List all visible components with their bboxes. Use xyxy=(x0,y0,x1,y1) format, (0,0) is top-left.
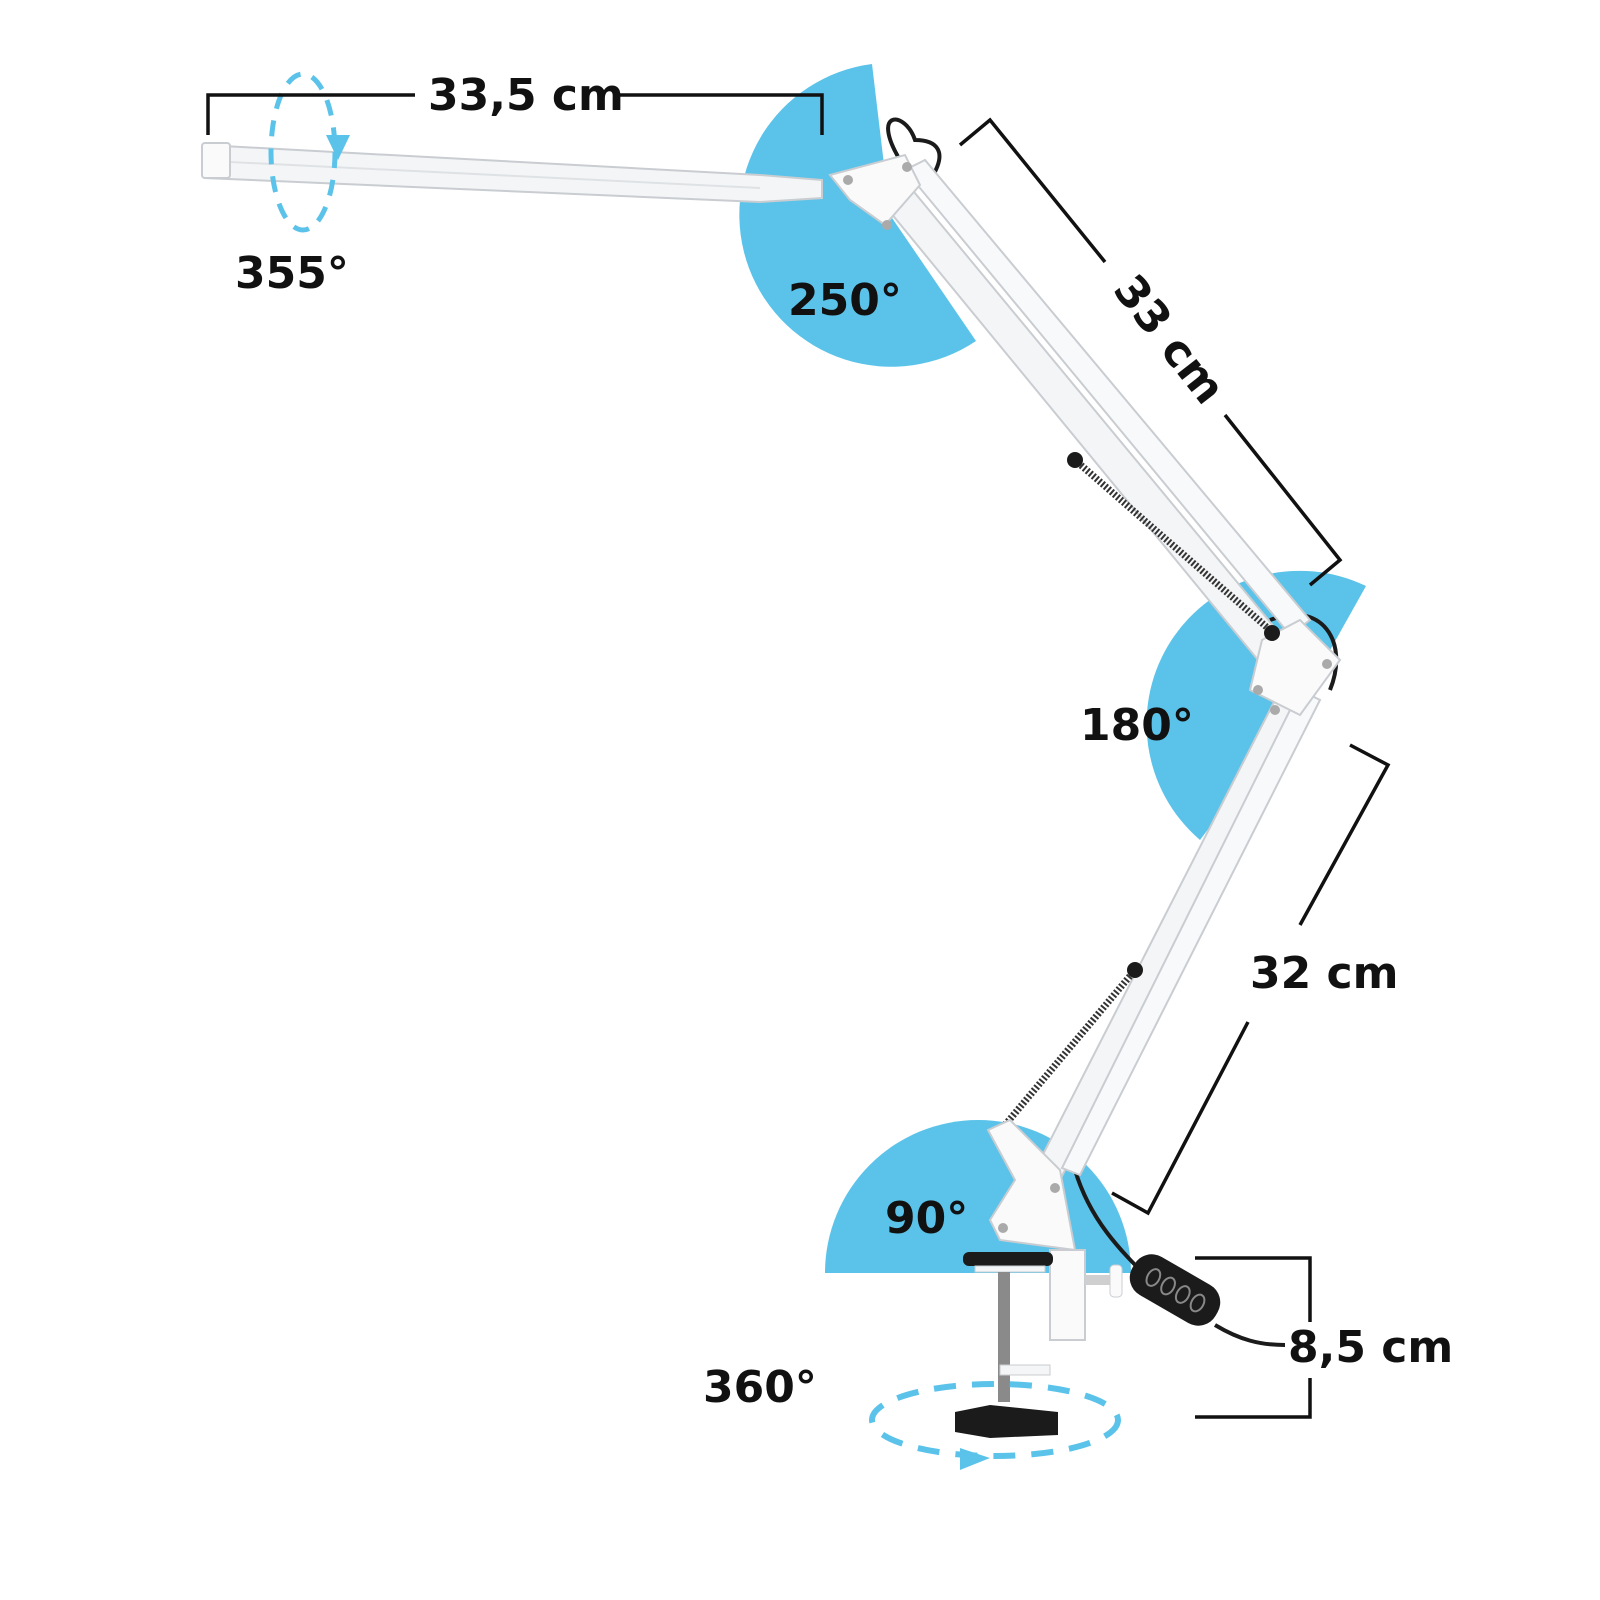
inline-switch-icon xyxy=(1129,1254,1221,1326)
label-clamp-height: 8,5 cm xyxy=(1288,1322,1453,1373)
label-head-length: 33,5 cm xyxy=(428,70,624,121)
dim-upper-arm xyxy=(958,117,1343,587)
clamp-knob xyxy=(955,1405,1058,1438)
label-elbow-joint: 180° xyxy=(1080,700,1194,751)
dim-clamp xyxy=(1195,1256,1312,1419)
lamp-head xyxy=(201,142,823,204)
label-head-rotation: 355° xyxy=(235,248,349,299)
head-joint xyxy=(828,153,922,230)
label-lower-arm-length: 32 cm xyxy=(1250,948,1398,999)
label-upper-arm-length: 33 cm xyxy=(1103,265,1235,413)
dim-head xyxy=(206,93,824,135)
dim-lower-arm xyxy=(1111,743,1391,1216)
dashed-rotation-arrow-icon xyxy=(268,71,350,233)
label-head-joint: 250° xyxy=(788,275,902,326)
label-base-rotation: 360° xyxy=(703,1362,817,1413)
cable xyxy=(886,117,1339,1347)
upper-arm xyxy=(870,158,1312,662)
label-base-joint: 90° xyxy=(885,1193,968,1244)
sector-head-joint xyxy=(739,64,976,367)
dashed-rotation-arrow-icon xyxy=(869,1381,1121,1470)
elbow-joint xyxy=(1248,618,1342,717)
clamp xyxy=(955,1118,1123,1438)
